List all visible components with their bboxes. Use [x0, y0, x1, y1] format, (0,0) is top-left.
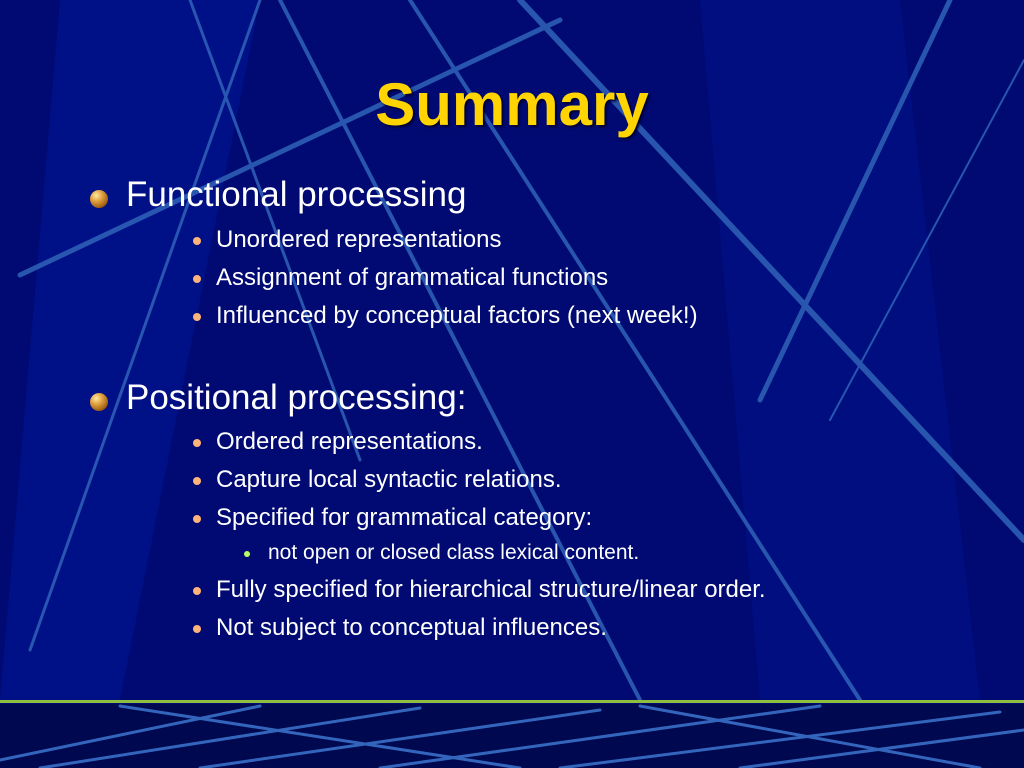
bullet-dot-icon — [193, 587, 201, 595]
bullet-dot-icon — [193, 313, 201, 321]
section-heading: Functional processing — [126, 175, 467, 214]
list-item: Influenced by conceptual factors (next w… — [216, 302, 698, 329]
section-heading: Positional processing: — [126, 378, 467, 417]
list-item: Fully specified for hierarchical structu… — [216, 576, 766, 603]
list-item: Ordered representations. — [216, 428, 483, 455]
list-item: Unordered representations — [216, 226, 502, 253]
sub-list-item: not open or closed class lexical content… — [268, 541, 640, 564]
list-item: Assignment of grammatical functions — [216, 264, 609, 291]
bullet-dot-icon — [193, 275, 201, 283]
bullet-dot-icon — [244, 551, 250, 557]
bullet-ball-icon — [90, 190, 108, 208]
bullet-dot-icon — [193, 477, 201, 485]
bullet-dot-icon — [193, 625, 201, 633]
list-item: Specified for grammatical category: — [216, 504, 593, 531]
list-item: Not subject to conceptual influences. — [216, 614, 607, 641]
slide-title: Summary — [375, 71, 649, 138]
list-item: Capture local syntactic relations. — [216, 466, 562, 493]
bullet-dot-icon — [193, 237, 201, 245]
bullet-dot-icon — [193, 515, 201, 523]
bullet-ball-icon — [90, 393, 108, 411]
bullet-dot-icon — [193, 439, 201, 447]
